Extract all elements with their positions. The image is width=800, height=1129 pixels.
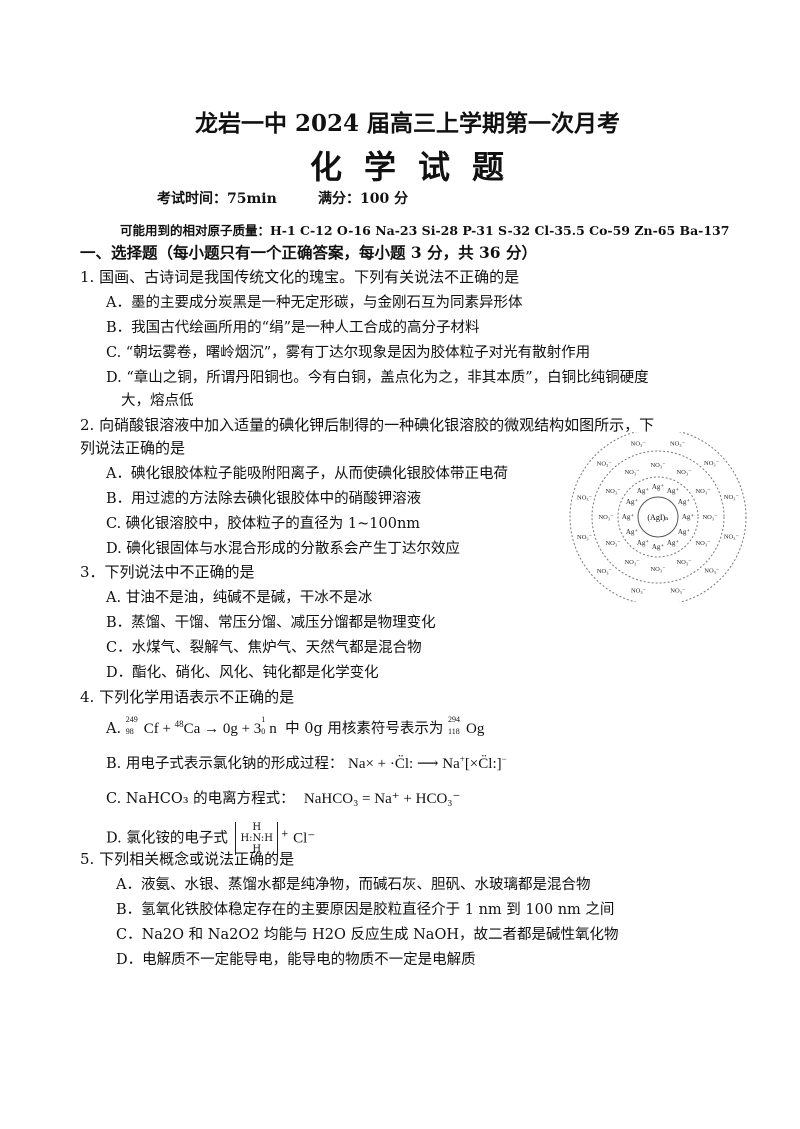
q2-option-c: C. 碘化银溶胶中，胶体粒子的直径为 1~100nm xyxy=(106,516,421,532)
ag-ion-label: Ag⁺ xyxy=(622,513,635,521)
q2-option-d: D. 碘化银固体与水混合形成的分散系会产生丁达尔效应 xyxy=(106,541,460,557)
full-score: 满分：100 分 xyxy=(318,191,409,207)
no3-ion-label: NO₃⁻ xyxy=(577,495,592,502)
no3-ion-label: NO₃⁻ xyxy=(695,540,710,547)
no3-ion-label: NO₃⁻ xyxy=(724,534,739,541)
no3-ion-label: NO₃⁻ xyxy=(670,441,685,448)
q3-option-d: D．酯化、硝化、风化、钝化都是化学变化 xyxy=(106,665,379,681)
atomic-masses: 可能用到的相对原子质量：H-1 C-12 O-16 Na-23 Si-28 P-… xyxy=(120,223,730,238)
no3-ion-label: NO₃⁻ xyxy=(631,587,646,594)
q2-stem-cont: 列说法正确的是 xyxy=(80,439,186,457)
q1-stem: 1. 国画、古诗词是我国传统文化的瑰宝。下列有关说法不正确的是 xyxy=(80,268,520,286)
no3-ion-label: NO₃⁻ xyxy=(631,441,646,448)
ag-ion-label: Ag⁺ xyxy=(637,539,650,547)
no3-ion-label: NO₃⁻ xyxy=(605,488,620,495)
ag-ion-label: Ag⁺ xyxy=(667,487,680,495)
no3-ion-label: NO₃⁻ xyxy=(605,540,620,547)
q4-a-text: 中 0g 用核素符号表示为 xyxy=(285,721,444,737)
q5-option-b: B．氢氧化铁胶体稳定存在的主要原因是胶粒直径介于 1 nm 到 100 nm 之… xyxy=(116,902,615,918)
ag-ion-label: Ag⁺ xyxy=(678,528,691,536)
agi-micelle-figure: (AgI)ₙ Ag⁺Ag⁺Ag⁺Ag⁺Ag⁺Ag⁺Ag⁺Ag⁺Ag⁺Ag⁺Ag⁺… xyxy=(569,432,747,602)
no3-ion-label: NO₃⁻ xyxy=(624,559,639,566)
q4-b-label: B. 用电子式表示氯化钠的形成过程： xyxy=(106,756,344,772)
q5-option-a: A．液氨、水银、蒸馏水都是纯净物，而碱石灰、胆矾、水玻璃都是混合物 xyxy=(116,877,591,893)
q4-c-label: C. NaHCO₃ 的电离方程式： xyxy=(106,791,295,807)
q5-option-d: D．电解质不一定能导电，能导电的物质不一定是电解质 xyxy=(116,952,476,968)
no3-ion-label: NO₃⁻ xyxy=(704,460,719,467)
ag-ion-label: Ag⁺ xyxy=(626,528,639,536)
q4-c-equation: NaHCO₃ = Na⁺ + HCO₃⁻ xyxy=(303,791,461,807)
no3-ion-label: NO₃⁻ xyxy=(695,488,710,495)
no3-ion-label: NO₃⁻ xyxy=(597,568,612,575)
section-title: 一、选择题（每小题只有一个正确答案，每小题 3 分，共 36 分） xyxy=(80,243,537,262)
q1-option-c: C. “朝坛雾卷，曙岭烟沉”，雾有丁达尔现象是因为胶体粒子对光有散射作用 xyxy=(106,345,591,361)
q2-option-a: A．碘化银胶体粒子能吸附阳离子，从而使碘化银胶体带正电荷 xyxy=(106,466,508,482)
exam-time: 考试时间：75min xyxy=(157,191,277,207)
q3-stem: 3．下列说法中不正确的是 xyxy=(80,563,255,581)
no3-ion-label: NO₃⁻ xyxy=(670,587,685,594)
q4-stem: 4. 下列化学用语表示不正确的是 xyxy=(80,688,295,706)
no3-ion-label: NO₃⁻ xyxy=(676,469,691,476)
q1-option-d: D. “章山之铜，所谓丹阳铜也。今有白铜，盖点化为之，非其本质”，白铜比纯铜硬度 xyxy=(106,370,649,386)
q1-option-a: A．墨的主要成分炭黑是一种无定形碳，与金刚石互为同素异形体 xyxy=(106,295,523,311)
q4-option-c: C. NaHCO₃ 的电离方程式： NaHCO₃ = Na⁺ + HCO₃⁻ xyxy=(106,787,460,808)
ag-ion-label: Ag⁺ xyxy=(667,539,680,547)
no3-ion-label: NO₃⁻ xyxy=(597,460,612,467)
ag-ion-label: Ag⁺ xyxy=(652,543,665,551)
q2-stem: 2. 向硝酸银溶液中加入适量的碘化钾后制得的一种碘化银溶胶的微观结构如图所示，下 xyxy=(80,416,655,434)
q4-a-label: A. xyxy=(106,721,122,737)
q4-d-label: D. 氯化铵的电子式 xyxy=(106,830,228,847)
chloride-ion: Cl⁻ xyxy=(293,830,316,847)
no3-ion-label: NO₃⁻ xyxy=(624,469,639,476)
no3-ion-label: NO₃⁻ xyxy=(702,514,717,521)
q1-option-d-cont: 大，熔点低 xyxy=(121,393,194,409)
ag-ion-label: Ag⁺ xyxy=(626,498,639,506)
ag-ion-label: Ag⁺ xyxy=(678,498,691,506)
nacl-electron-formula: Na× + ·C̈l: ⟶ Na+[×C̈l:]− xyxy=(347,754,507,772)
q3-option-a: A. 甘油不是油，纯碱不是碱，干冰不是冰 xyxy=(106,590,373,606)
ag-ion-label: Ag⁺ xyxy=(682,513,695,521)
no3-ion-label: NO₃⁻ xyxy=(650,566,665,573)
exam-title: 龙岩一中 2024 届高三上学期第一次月考 xyxy=(195,110,621,137)
no3-ion-label: NO₃⁻ xyxy=(676,559,691,566)
no3-ion-label: NO₃⁻ xyxy=(724,494,739,501)
q3-option-b: B．蒸馏、干馏、常压分馏、减压分馏都是物理变化 xyxy=(106,615,436,631)
no3-ion-label: NO₃⁻ xyxy=(650,462,665,469)
q5-option-c: C．Na2O 和 Na2O2 均能与 H2O 反应生成 NaOH，故二者都是碱性… xyxy=(116,927,619,943)
no3-ion-label: NO₃⁻ xyxy=(577,534,592,541)
no3-ion-label: NO₃⁻ xyxy=(704,568,719,575)
no3-ion-label: NO₃⁻ xyxy=(598,514,613,521)
subject-title: 化学试题 xyxy=(310,148,527,186)
q5-stem: 5. 下列相关概念或说法正确的是 xyxy=(80,850,295,868)
ag-ion-label: Ag⁺ xyxy=(652,483,665,491)
q2-option-b: B．用过滤的方法除去碘化银胶体中的硝酸钾溶液 xyxy=(106,491,422,507)
q1-option-b: B．我国古代绘画所用的“绢”是一种人工合成的高分子材料 xyxy=(106,320,480,336)
ag-ion-label: Ag⁺ xyxy=(637,487,650,495)
q3-option-c: C．水煤气、裂解气、焦炉气、天然气都是混合物 xyxy=(106,640,422,656)
agi-core-label: (AgI)ₙ xyxy=(647,513,669,522)
q4-option-b: B. 用电子式表示氯化钠的形成过程： Na× + ·C̈l: ⟶ Na+[×C̈… xyxy=(106,752,507,773)
